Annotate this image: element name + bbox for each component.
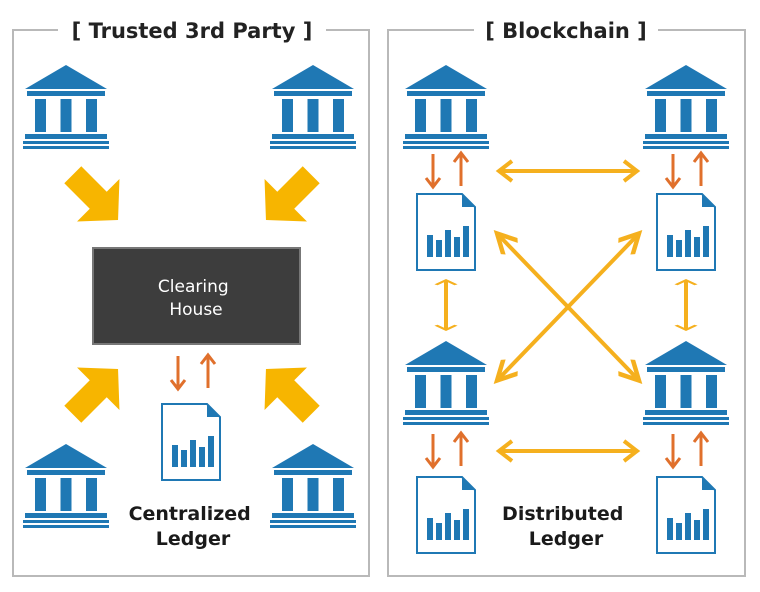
blockchain-panel: [ Blockchain ] Distributed Ledger <box>387 14 746 577</box>
bank-icon-top-right <box>270 65 356 149</box>
arrow-top-left-to-house <box>51 153 140 242</box>
arrow-node-br-to-ledger <box>664 432 682 469</box>
arrow-ledger-to-node-tl <box>452 151 470 188</box>
right-panel-title: [ Blockchain ] <box>485 19 647 43</box>
centralized-ledger-document-icon <box>161 403 221 481</box>
arrow-ledger-to-node-br <box>692 431 710 468</box>
arrow-top-right-to-house <box>244 153 333 242</box>
left-panel-title: [ Trusted 3rd Party ] <box>72 19 313 43</box>
ledger-document-icon-bottom-left <box>416 476 476 554</box>
bank-icon-node-top-left <box>403 65 489 149</box>
bank-icon-bottom-left <box>23 444 109 528</box>
arrow-bottom-right-to-house <box>244 347 333 436</box>
ledger-document-icon-top-left <box>416 193 476 271</box>
double-arrow-right-vertical <box>674 278 698 332</box>
arrow-node-tr-to-ledger <box>664 152 682 189</box>
arrow-bottom-left-to-house <box>51 347 140 436</box>
arrow-node-bl-to-ledger <box>424 432 442 469</box>
centralized-ledger-label-line1: Centralized <box>129 503 251 525</box>
bank-icon-node-bottom-left <box>403 341 489 425</box>
svg-text:Distributed Ledger: Distributed Ledger <box>502 503 630 550</box>
trusted-third-party-panel: [ Trusted 3rd Party ] Clearing House Cen… <box>12 14 370 577</box>
arrow-ledger-to-node-bl <box>452 431 470 468</box>
bank-icon-top-left <box>23 65 109 149</box>
distributed-ledger-label-line1: Distributed <box>502 503 623 525</box>
double-arrow-bottom-horizontal <box>497 439 639 463</box>
arrow-ledger-to-node-tr <box>692 151 710 188</box>
arrow-node-tl-to-ledger <box>424 152 442 189</box>
double-arrow-top-horizontal <box>497 159 639 183</box>
bank-icon-node-top-right <box>643 65 729 149</box>
clearing-house-label-line2: House <box>169 300 222 320</box>
arrow-house-to-ledger <box>169 354 187 391</box>
double-arrow-left-vertical <box>434 278 458 332</box>
arrow-ledger-to-house <box>199 353 217 390</box>
svg-text:Centralized Ledger: Centralized Ledger <box>129 503 258 550</box>
clearing-house-label-line1: Clearing <box>158 277 229 297</box>
ledger-document-icon-top-right <box>656 193 716 271</box>
ledger-document-icon-bottom-right <box>656 476 716 554</box>
clearing-house-box <box>92 247 301 345</box>
bank-icon-bottom-right <box>270 444 356 528</box>
bank-icon-node-bottom-right <box>643 341 729 425</box>
distributed-ledger-label-line2: Ledger <box>529 528 604 550</box>
centralized-ledger-label-line2: Ledger <box>156 528 231 550</box>
svg-text:Clearing House: Clearing House <box>158 277 234 320</box>
